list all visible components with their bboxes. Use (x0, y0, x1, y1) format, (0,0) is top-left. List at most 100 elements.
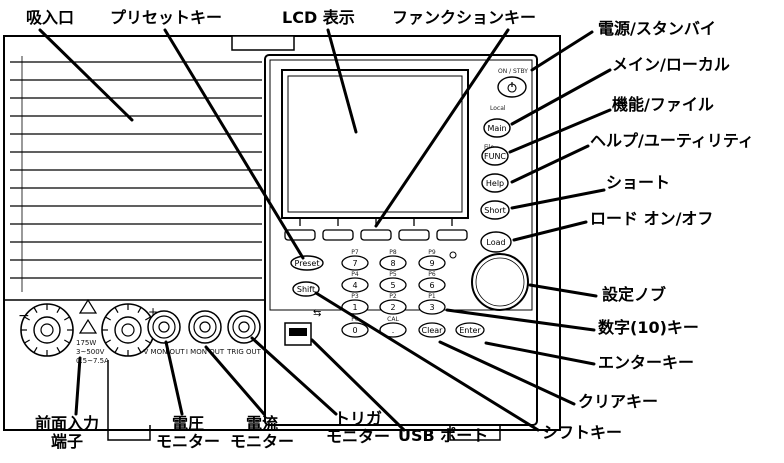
load-button-label: Load (486, 238, 505, 247)
function-keys[interactable] (284, 219, 468, 241)
callout-line (510, 188, 606, 210)
local-text: Local (490, 105, 506, 112)
load-button[interactable]: Load (480, 231, 512, 253)
label-current-main: 電流 (245, 414, 278, 433)
numeric-key-8[interactable]: P88 (379, 249, 407, 271)
label-input-terminal-main: 前面入力 (34, 414, 99, 433)
rating-text: 3~500V (76, 348, 105, 356)
numeric-key-fn-label: P0 (351, 316, 359, 323)
function-key-2[interactable] (322, 229, 354, 241)
numeric-key-label: 4 (352, 281, 357, 290)
numeric-key-label: 8 (390, 259, 395, 268)
label-current-sub: モニター (230, 432, 295, 451)
clear-button-label: Clear (422, 326, 444, 335)
label-preset-key: プリセットキー (110, 8, 223, 27)
main-button[interactable]: Main (483, 118, 511, 138)
func-button-label: FUNC (484, 152, 506, 161)
numeric-key-fn-label: P5 (389, 271, 397, 278)
label-main-local: メイン/ローカル (612, 55, 730, 74)
label-trig: トリガ モニター (326, 410, 390, 446)
onstby-text: ON / STBY (498, 68, 528, 75)
label-voltage-main: 電圧 (171, 414, 204, 433)
numeric-key-9[interactable]: P99 (418, 249, 446, 271)
warning-icon (78, 298, 98, 314)
enter-button[interactable]: Enter (455, 322, 485, 338)
plus-sign: + (148, 305, 158, 319)
intake-vent (10, 56, 262, 292)
numeric-key-label: 5 (390, 281, 395, 290)
callout-line (510, 68, 612, 126)
func-button[interactable]: FUNC (481, 146, 509, 166)
function-key-1[interactable] (284, 229, 316, 241)
numeric-key-7[interactable]: P77 (341, 249, 369, 271)
numeric-key-6[interactable]: P66 (418, 271, 446, 293)
label-input-terminal: 前面入力 端子 (22, 415, 112, 451)
label-shift: シフトキー (542, 423, 623, 442)
label-load: ロード オン/オフ (590, 209, 714, 228)
numeric-key-1[interactable]: P31 (341, 293, 369, 315)
main-button-label: Main (487, 124, 506, 133)
numeric-key-fn-label: P9 (428, 249, 436, 256)
short-button[interactable]: Short (480, 200, 510, 220)
trigger-monitor-jack-label: TRIG OUT (226, 348, 261, 356)
callout-line (74, 356, 82, 416)
callout-line (310, 338, 406, 432)
negative-terminal[interactable] (20, 303, 74, 357)
label-function-keys: ファンクションキー (392, 8, 537, 27)
preset-button[interactable]: Preset (290, 255, 324, 271)
current-monitor-jack-label: I MON OUT (186, 348, 225, 356)
preset-button-label: Preset (295, 259, 320, 268)
label-function-file: 機能/ファイル (612, 95, 714, 114)
callout-line (163, 28, 305, 260)
label-enter: エンターキー (598, 353, 695, 372)
numeric-key-fn-label: P1 (428, 293, 436, 300)
numeric-key-label: 3 (429, 303, 434, 312)
label-power: 電源/スタンバイ (598, 19, 716, 38)
current-monitor-jack[interactable]: I MON OUT (186, 310, 225, 356)
clear-button[interactable]: Clear (418, 322, 446, 338)
function-key-3[interactable] (360, 229, 392, 241)
label-trig-main: トリガ (333, 409, 382, 428)
numeric-key-fn-label: CAL (387, 316, 399, 323)
shift-button[interactable]: Shift (292, 281, 320, 297)
numeric-key-2[interactable]: P22 (379, 293, 407, 315)
positive-terminal[interactable] (101, 303, 155, 357)
numeric-key-4[interactable]: P44 (341, 271, 369, 293)
function-key-4[interactable] (398, 229, 430, 241)
callout-line (445, 308, 596, 332)
trigger-monitor-jack[interactable]: TRIG OUT (226, 310, 262, 356)
numeric-key-0[interactable]: P00 (341, 316, 369, 338)
setting-knob[interactable] (449, 251, 529, 311)
help-button[interactable]: Help (481, 173, 509, 193)
numeric-key-fn-label: P7 (351, 249, 359, 256)
numeric-key-5[interactable]: P55 (379, 271, 407, 293)
label-numeric: 数字(10)キー (598, 318, 699, 337)
callout-line (38, 28, 134, 122)
numeric-key-.[interactable]: CAL. (379, 316, 407, 338)
usb-port[interactable] (284, 322, 312, 346)
callout-line (484, 341, 596, 366)
callout-line (374, 28, 510, 228)
callout-lines (38, 28, 612, 432)
numeric-key-label: 2 (390, 303, 395, 312)
function-key-5[interactable] (436, 229, 468, 241)
label-help-utility: ヘルプ/ユーティリティ (590, 131, 754, 150)
minus-sign: − (18, 308, 30, 324)
rating-text: 175W (76, 339, 96, 347)
voltage-monitor-jack[interactable]: V MON OUT (144, 310, 186, 356)
power-button[interactable] (497, 76, 527, 98)
callout-line (164, 340, 184, 416)
callout-line (314, 291, 540, 432)
callout-line (508, 108, 612, 154)
callout-line (510, 144, 590, 184)
numeric-key-3[interactable]: P13 (418, 293, 446, 315)
short-button-label: Short (484, 206, 505, 215)
callout-line (204, 345, 266, 416)
label-voltage-sub: モニター (156, 432, 221, 451)
help-button-label: Help (486, 179, 504, 188)
label-intake: 吸入口 (26, 8, 75, 27)
voltage-monitor-jack-label: V MON OUT (144, 348, 186, 356)
callout-line (528, 283, 598, 298)
callout-line (512, 220, 588, 242)
